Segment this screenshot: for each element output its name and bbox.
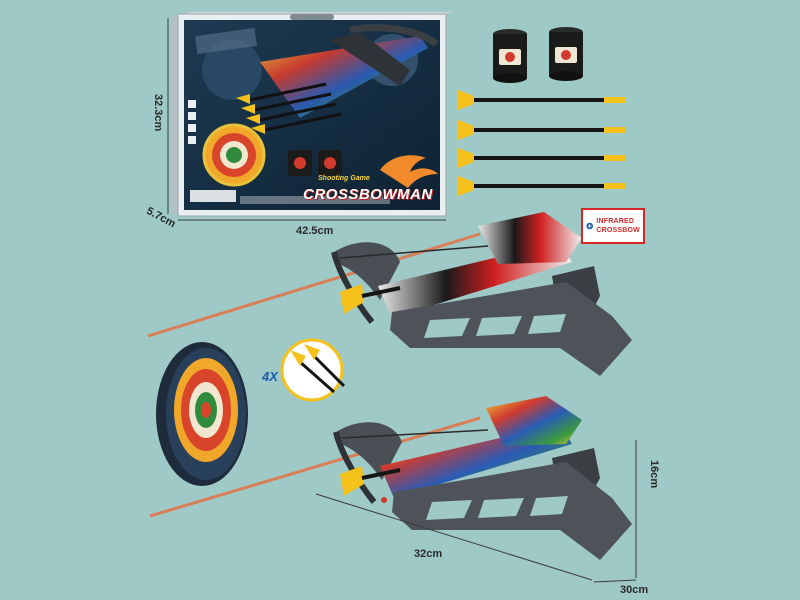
- crossbow-length-label: 32cm: [414, 548, 443, 560]
- box-title: CROSSBOWMAN: [303, 186, 433, 203]
- crossbow-height-label: 16cm: [648, 460, 660, 489]
- dimension-lines: [167, 18, 637, 583]
- box-subtitle: Shooting Game: [318, 175, 370, 182]
- arrow-quantity-label: 4X: [262, 369, 278, 384]
- badge-line-1: INFRARED: [596, 218, 635, 225]
- crosshair-icon: [586, 222, 593, 230]
- product-box: [172, 12, 452, 217]
- crossbow-depth-label: 30cm: [620, 584, 649, 596]
- crossbow-bottom: [333, 396, 632, 560]
- box-width-label: 42.5cm: [296, 225, 334, 237]
- target-board: [156, 342, 248, 486]
- badge-text: INFRARED CROSSBOW: [596, 217, 640, 235]
- suction-arrow: [458, 176, 626, 196]
- suction-arrow: [458, 90, 626, 110]
- box-height-label: 32.3cm: [152, 94, 164, 132]
- crossbow-top: [331, 212, 632, 376]
- target-can-right: [549, 27, 583, 81]
- infrared-crossbow-badge: INFRARED CROSSBOW: [581, 208, 645, 244]
- badge-line-2: CROSSBOW: [596, 227, 640, 234]
- suction-arrow: [458, 120, 626, 140]
- target-can-left: [493, 29, 527, 83]
- suction-arrows: [458, 90, 626, 196]
- suction-arrow: [458, 148, 626, 168]
- arrow-quantity-badge: [280, 338, 346, 402]
